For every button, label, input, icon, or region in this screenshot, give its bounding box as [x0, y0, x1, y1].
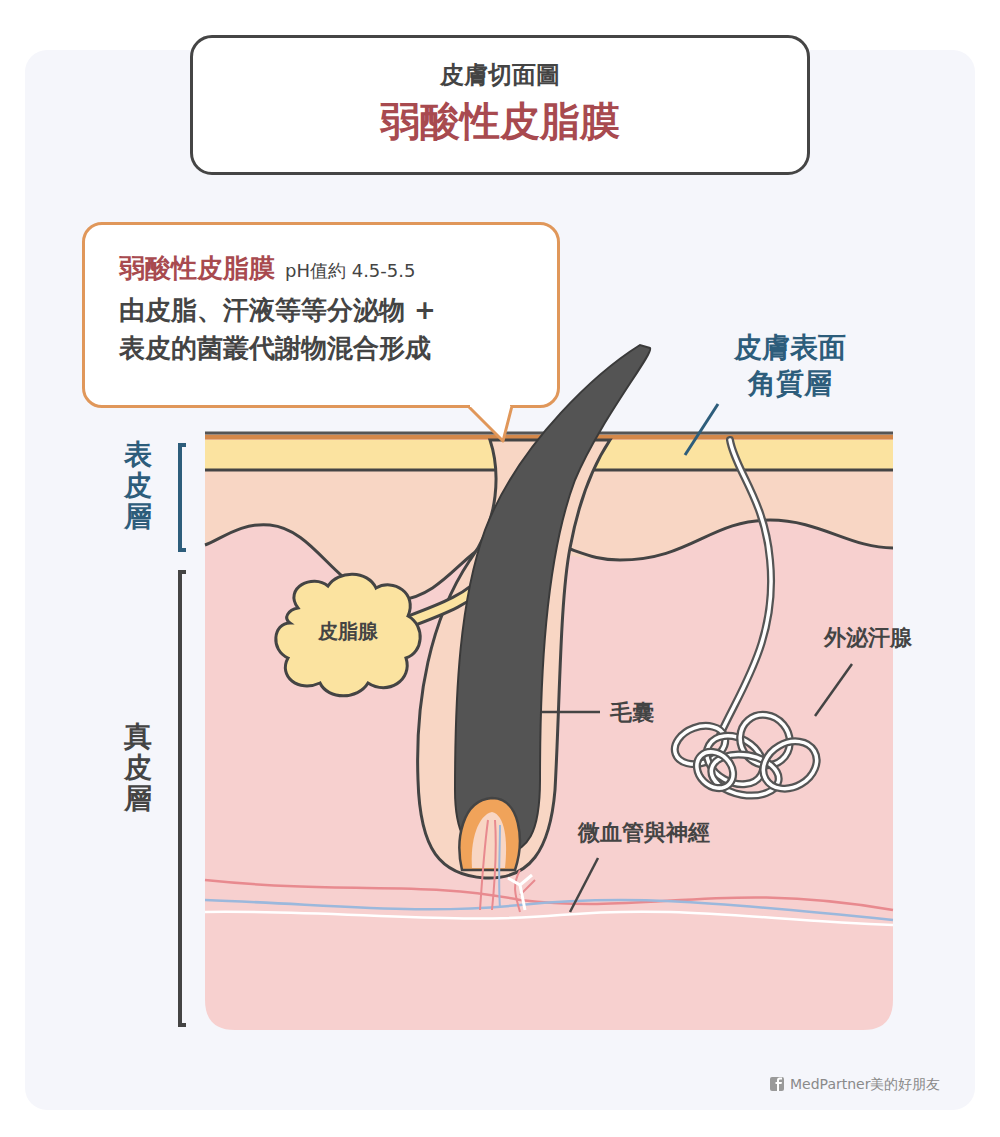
callout-tail-cover	[470, 402, 510, 407]
dermis-bracket	[180, 572, 186, 1025]
callout-heading: 弱酸性皮脂膜	[119, 253, 275, 283]
dermal-papilla	[460, 798, 520, 870]
leader-line	[570, 858, 598, 912]
follicle-label: 毛囊	[610, 698, 654, 728]
callout-tail-shape	[468, 406, 512, 441]
papilla-vein	[498, 825, 501, 908]
hair-shaft	[455, 345, 650, 855]
epidermis-bracket	[180, 445, 186, 550]
dermis-label: 真皮層	[124, 722, 152, 814]
leader-line	[685, 404, 718, 455]
coil-loop	[690, 745, 741, 796]
papilla-vessels	[480, 820, 535, 912]
panel-ground	[25, 50, 975, 1110]
sebaceous-gland: 皮脂腺	[268, 568, 428, 703]
gland-label: 皮脂腺	[318, 618, 378, 645]
nerve-ending	[508, 875, 532, 910]
title-sub: 皮膚切面圖	[193, 60, 807, 91]
callout-box: 弱酸性皮脂膜 pH值約 4.5-5.5 由皮脂、汗液等等分泌物 + 表皮的菌叢代謝物…	[82, 222, 560, 408]
leader-line	[542, 711, 600, 714]
stratum-label: 皮膚表面 角質層	[720, 330, 860, 403]
sweat-gland	[669, 440, 825, 801]
watermark: MedPartner美的好朋友	[790, 1076, 940, 1094]
callout-body: 由皮脂、汗液等等分泌物 + 表皮的菌叢代謝物混合形成	[119, 292, 464, 367]
gland-blob	[276, 574, 420, 696]
nerve	[205, 912, 893, 925]
coil-loop	[755, 732, 825, 798]
coil-loop	[690, 745, 741, 796]
epidermis-label: 表皮層	[124, 440, 152, 532]
facebook-f	[776, 1078, 783, 1092]
title-main: 弱酸性皮脂膜	[193, 95, 807, 147]
facebook-icon	[770, 1077, 784, 1091]
coil-loop	[755, 732, 825, 798]
ph-value: pH值約 4.5-5.5	[285, 260, 415, 281]
sweat-gland-label: 外泌汗腺	[824, 623, 912, 653]
capillary-label: 微血管與神經	[578, 818, 710, 848]
title-box: 皮膚切面圖弱酸性皮脂膜	[190, 35, 810, 175]
leader-line	[815, 664, 852, 716]
